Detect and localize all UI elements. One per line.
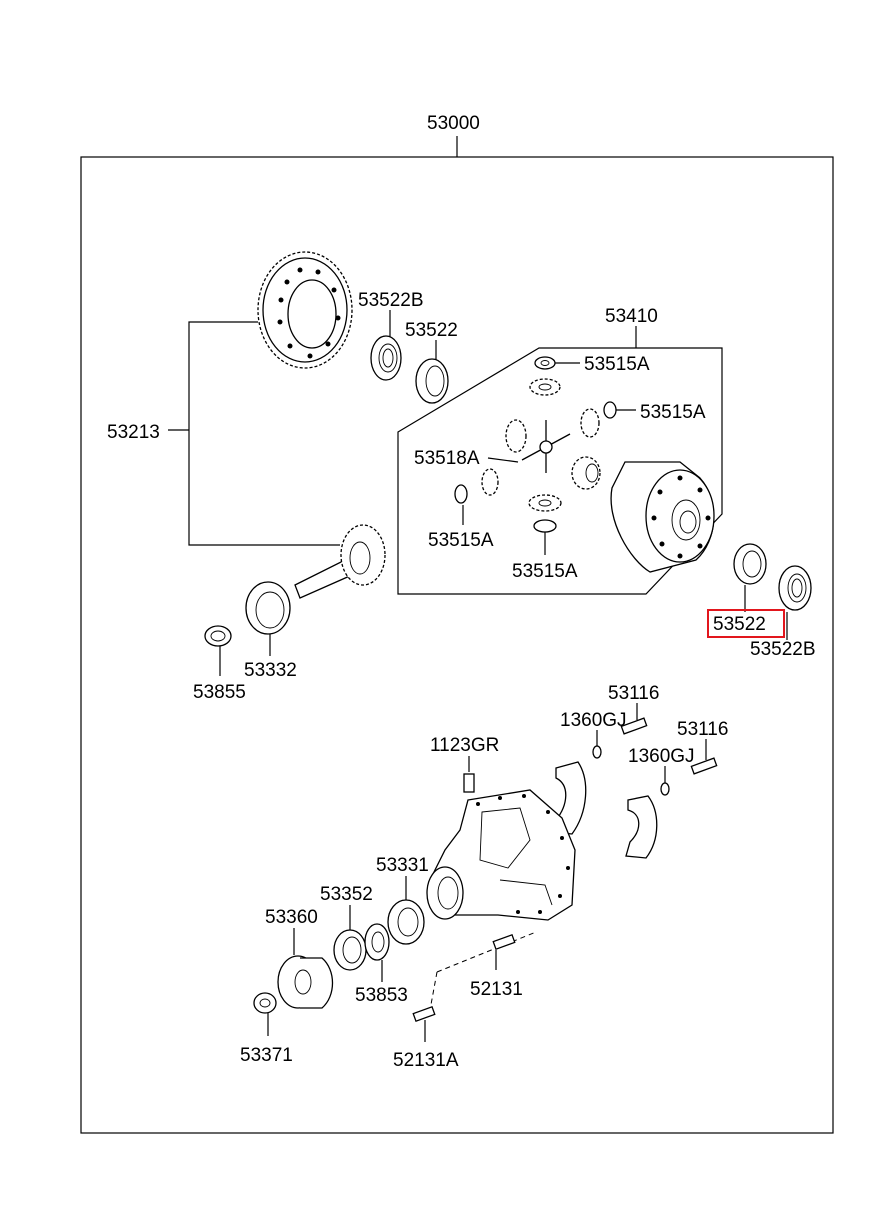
- lock-nut-icon: [253, 992, 277, 1014]
- label-shim[interactable]: 53853: [355, 985, 408, 1006]
- drive-pinion-icon: [294, 524, 386, 599]
- label-front-bearing[interactable]: 53331: [376, 855, 429, 876]
- taper-bearing-icon: [370, 335, 402, 381]
- label-race-highlight[interactable]: 53522: [713, 614, 766, 635]
- carrier-housing-icon: [426, 789, 576, 921]
- label-washer-2[interactable]: 53515A: [640, 402, 706, 423]
- label-assembly[interactable]: 53000: [427, 113, 480, 134]
- label-washer-1[interactable]: 53515A: [584, 354, 650, 375]
- label-ring-pinion[interactable]: 53213: [107, 422, 160, 443]
- collapsible-spacer-icon: [204, 625, 232, 647]
- label-spider[interactable]: 53518A: [414, 448, 480, 469]
- bearing-race-icon: [415, 358, 449, 404]
- bearing-race-icon: [733, 543, 767, 585]
- diff-case-box: [397, 347, 723, 595]
- label-bearing-right[interactable]: 53522B: [750, 639, 816, 660]
- highlight-box: [707, 609, 785, 638]
- side-gear-icon: [571, 456, 601, 490]
- side-gear-icon: [529, 378, 561, 396]
- washer-icon: [592, 745, 602, 759]
- label-breather[interactable]: 1123GR: [430, 735, 499, 756]
- breather-icon: [463, 773, 475, 793]
- label-bolt-2[interactable]: 53116: [677, 719, 728, 740]
- label-pinion-spacer[interactable]: 53855: [193, 682, 246, 703]
- spider-shaft-icon: [521, 420, 571, 473]
- thrust-washer-icon: [454, 484, 468, 504]
- label-bearing-top[interactable]: 53522B: [358, 290, 424, 311]
- differential-case-icon: [610, 461, 715, 573]
- label-washer-3[interactable]: 53515A: [428, 530, 494, 551]
- label-stud-a[interactable]: 52131A: [393, 1050, 459, 1071]
- label-diff-case[interactable]: 53410: [605, 306, 658, 327]
- bearing-cap-icon: [625, 795, 658, 859]
- bolt-icon: [690, 757, 718, 775]
- washer-icon: [660, 782, 670, 796]
- thrust-washer-icon: [603, 401, 617, 419]
- pinion-gear-icon: [580, 408, 600, 438]
- label-pinion-bearing[interactable]: 53332: [244, 660, 297, 681]
- pinion-gear-icon: [481, 468, 499, 496]
- oil-seal-icon: [333, 929, 367, 971]
- label-washer-gj-2[interactable]: 1360GJ: [628, 746, 695, 767]
- shim-washer-icon: [364, 923, 390, 961]
- companion-flange-icon: [277, 955, 334, 1009]
- side-gear-icon: [528, 494, 562, 512]
- ring-gear-icon: [257, 251, 353, 369]
- label-washer-gj-1[interactable]: 1360GJ: [560, 710, 627, 731]
- label-nut[interactable]: 53371: [240, 1045, 293, 1066]
- stud-bolt-icon: [412, 1005, 436, 1023]
- label-race-top[interactable]: 53522: [405, 320, 458, 341]
- thrust-washer-icon: [534, 356, 556, 370]
- pinion-bearing-icon: [245, 581, 291, 635]
- assembly-frame: [80, 156, 834, 1134]
- label-bolt-1[interactable]: 53116: [608, 683, 659, 704]
- bolt-icon: [620, 717, 648, 735]
- pinion-gear-icon: [505, 419, 527, 453]
- label-washer-4[interactable]: 53515A: [512, 561, 578, 582]
- label-flange[interactable]: 53360: [265, 907, 318, 928]
- label-stud[interactable]: 52131: [470, 979, 523, 1000]
- thrust-washer-icon: [533, 519, 557, 533]
- taper-bearing-icon: [778, 565, 812, 611]
- stud-bolt-icon: [492, 933, 516, 951]
- label-oil-seal[interactable]: 53352: [320, 884, 373, 905]
- pinion-bearing-icon: [387, 899, 425, 945]
